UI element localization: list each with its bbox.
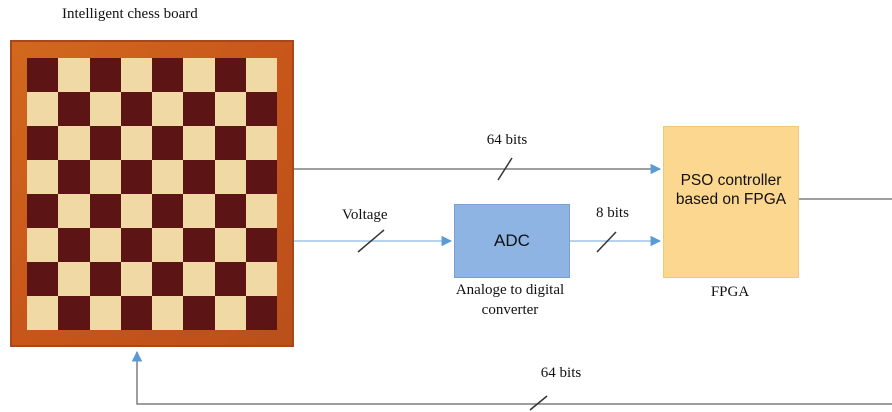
board-square <box>183 194 215 228</box>
board-square <box>58 160 90 194</box>
board-square <box>27 126 59 160</box>
fpga-block: PSO controller based on FPGA <box>663 126 799 278</box>
board-square <box>152 262 184 296</box>
feedback-bus-label: 64 bits <box>540 365 582 381</box>
board-square <box>214 262 246 296</box>
board-square <box>58 194 90 228</box>
board-square <box>58 58 90 92</box>
board-square <box>214 58 246 92</box>
board-square <box>58 296 90 330</box>
board-square <box>152 228 184 262</box>
top-bus-label: 64 bits <box>486 132 528 148</box>
board-square <box>245 296 277 330</box>
board-square <box>120 228 152 262</box>
board-square <box>152 194 184 228</box>
board-square <box>120 262 152 296</box>
board-square <box>214 160 246 194</box>
board-square <box>183 228 215 262</box>
adc-label: ADC <box>494 231 530 250</box>
board-square <box>245 160 277 194</box>
board-square <box>183 262 215 296</box>
board-square <box>245 92 277 126</box>
board-square <box>27 296 59 330</box>
board-square <box>120 92 152 126</box>
adc-caption-line1: Analoge to digital <box>455 282 565 298</box>
board-square <box>120 296 152 330</box>
board-square <box>152 92 184 126</box>
board-square <box>89 160 121 194</box>
pso-controller-label: PSO controller based on FPGA <box>664 171 798 209</box>
board-square <box>27 228 59 262</box>
board-square <box>58 126 90 160</box>
board-square <box>120 58 152 92</box>
board-square <box>27 194 59 228</box>
board-square <box>89 126 121 160</box>
board-square <box>120 194 152 228</box>
board-square <box>89 58 121 92</box>
board-square <box>183 160 215 194</box>
board-square <box>245 194 277 228</box>
board-square <box>27 58 59 92</box>
board-square <box>245 58 277 92</box>
board-square <box>214 92 246 126</box>
board-square <box>214 296 246 330</box>
voltage-label: Voltage <box>342 207 388 223</box>
board-square <box>245 228 277 262</box>
feedback-slash <box>529 395 548 411</box>
board-square <box>245 126 277 160</box>
adc-block: ADC <box>454 204 570 278</box>
chess-board-grid <box>27 58 277 330</box>
board-square <box>58 228 90 262</box>
board-square <box>58 92 90 126</box>
board-square <box>152 296 184 330</box>
pso-label-line1: PSO controller <box>680 172 782 189</box>
board-square <box>183 296 215 330</box>
pso-label-line2: based on FPGA <box>675 191 787 208</box>
top-bus-slash <box>497 157 513 181</box>
board-square <box>27 262 59 296</box>
board-square <box>58 262 90 296</box>
adc-caption-line2: converter <box>481 302 539 318</box>
board-square <box>89 194 121 228</box>
board-square <box>183 58 215 92</box>
board-square <box>152 160 184 194</box>
board-square <box>89 92 121 126</box>
board-title: Intelligent chess board <box>62 6 198 22</box>
adc-bus-slash <box>596 231 617 253</box>
voltage-slash <box>357 229 385 253</box>
board-square <box>89 262 121 296</box>
fpga-caption: FPGA <box>710 284 750 300</box>
board-square <box>183 92 215 126</box>
board-square <box>183 126 215 160</box>
board-square <box>27 160 59 194</box>
board-square <box>120 160 152 194</box>
board-square <box>214 228 246 262</box>
board-square <box>120 126 152 160</box>
board-square <box>214 194 246 228</box>
board-square <box>214 126 246 160</box>
board-square <box>27 92 59 126</box>
board-square <box>89 228 121 262</box>
adc-bus-label: 8 bits <box>596 205 629 221</box>
feedback-wire <box>131 350 892 405</box>
board-square <box>89 296 121 330</box>
board-square <box>152 126 184 160</box>
board-square <box>152 58 184 92</box>
board-square <box>245 262 277 296</box>
